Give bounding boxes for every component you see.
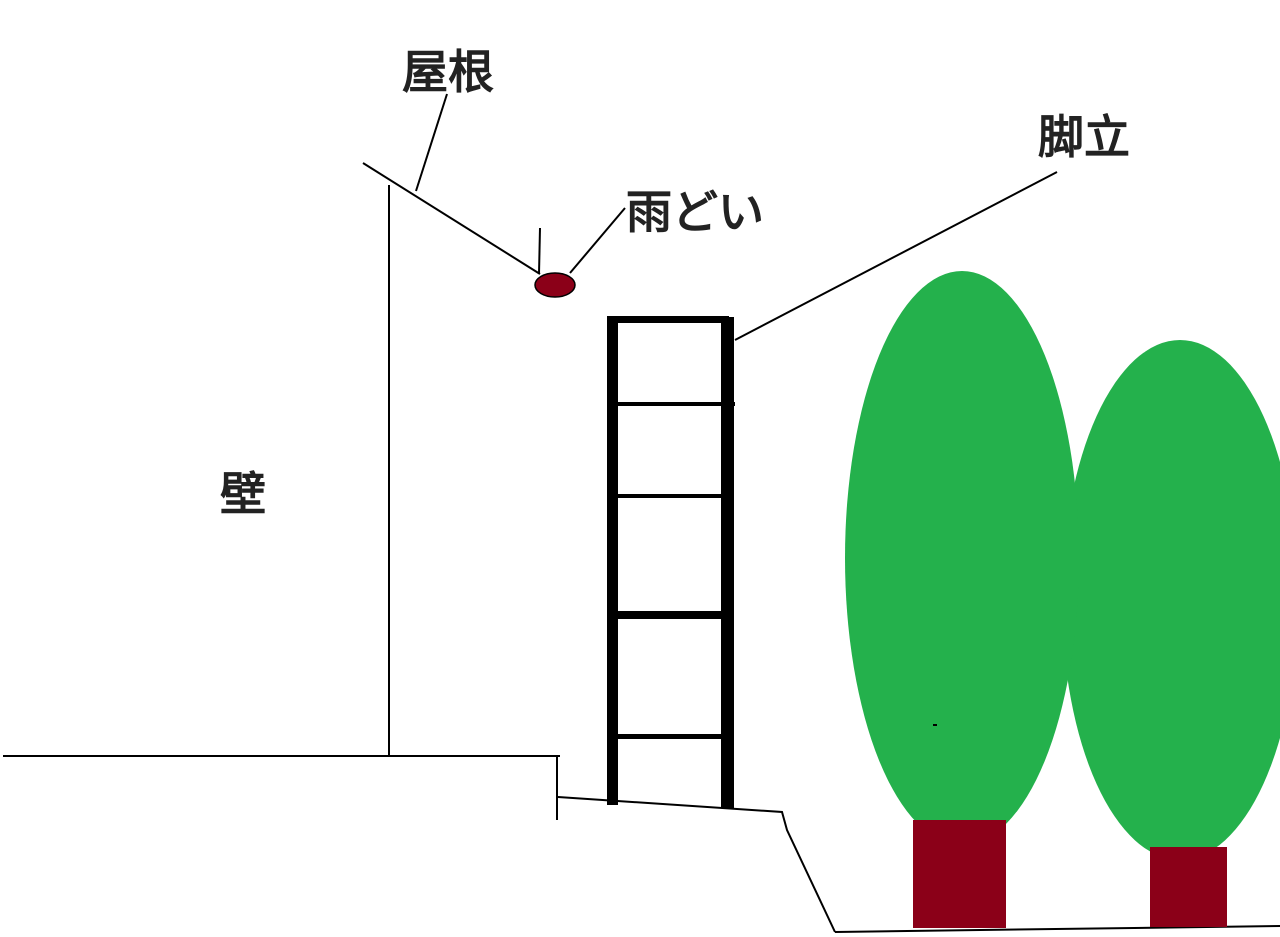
tree-right <box>1062 340 1280 927</box>
wall-label: 壁 <box>220 467 266 521</box>
tree-right-foliage <box>1062 340 1280 860</box>
tree-left-foliage <box>845 271 1079 845</box>
stray-dot <box>933 724 937 726</box>
stepladder-top <box>607 316 729 323</box>
gutter-shape <box>534 272 576 298</box>
roof-leader <box>415 93 448 192</box>
ground-line-middle <box>557 796 836 933</box>
gutter-hanger <box>538 227 541 275</box>
roof-line <box>362 162 541 275</box>
stepladder-rung <box>612 734 725 739</box>
stepladder-rung <box>612 611 725 619</box>
stepladder-right-rail <box>721 317 734 808</box>
stepladder-rung <box>612 494 725 498</box>
stepladder-rung <box>612 402 735 406</box>
roof-label: 屋根 <box>402 45 494 99</box>
stepladder-leader <box>734 171 1058 341</box>
stepladder <box>607 316 735 808</box>
stepladder-label: 脚立 <box>1038 110 1130 164</box>
ground <box>3 755 1280 933</box>
gutter-leader <box>569 207 626 274</box>
tree-right-trunk <box>1150 847 1227 927</box>
tree-left <box>845 271 1079 928</box>
stepladder-left-rail <box>607 317 618 805</box>
tree-left-trunk <box>913 820 1006 928</box>
gutter-label: 雨どい <box>626 185 764 239</box>
